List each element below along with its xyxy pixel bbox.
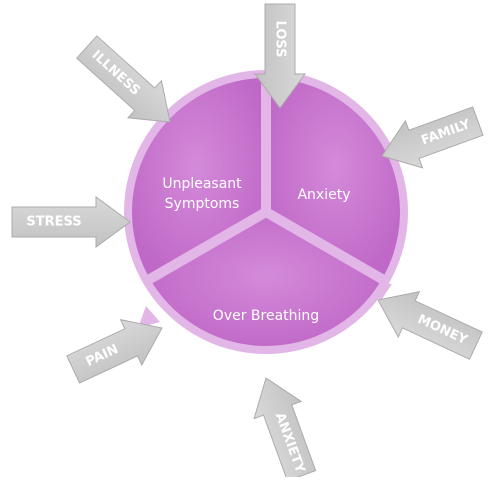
trigger-arrow-shape <box>253 377 317 481</box>
sector-labels: Unpleasant Symptoms Anxiety Over Breathi… <box>162 176 350 324</box>
sector-label-unpleasant-line1: Unpleasant <box>162 176 242 192</box>
trigger-arrow-money: MONEY <box>377 291 483 360</box>
trigger-label-loss: LOSS <box>273 20 288 57</box>
sector-over-breathing <box>152 217 380 347</box>
trigger-arrow-shape <box>11 196 131 248</box>
cycle-sectors <box>131 78 401 347</box>
trigger-arrow-shape <box>66 319 163 384</box>
trigger-arrow-stress: STRESS <box>11 196 131 248</box>
ring-arrowhead-left <box>138 306 160 328</box>
trigger-arrow-pain: PAIN <box>66 319 163 384</box>
trigger-arrow-shape <box>76 35 171 123</box>
sector-label-unpleasant-line2: Symptoms <box>165 196 240 212</box>
trigger-arrow-loss: LOSS <box>254 3 306 109</box>
sector-unpleasant-symptoms <box>131 78 261 275</box>
trigger-label-stress: STRESS <box>26 215 81 230</box>
sector-label-over-breathing: Over Breathing <box>213 308 319 324</box>
trigger-arrow-illness: ILLNESS <box>76 35 171 123</box>
trigger-arrow-shape <box>254 3 306 109</box>
trigger-arrow-shape <box>377 291 483 360</box>
sector-anxiety <box>271 78 401 275</box>
trigger-arrow-shape <box>381 106 484 169</box>
sector-label-anxiety: Anxiety <box>297 187 350 203</box>
trigger-arrow-anxiety: ANXIETY <box>253 377 317 481</box>
